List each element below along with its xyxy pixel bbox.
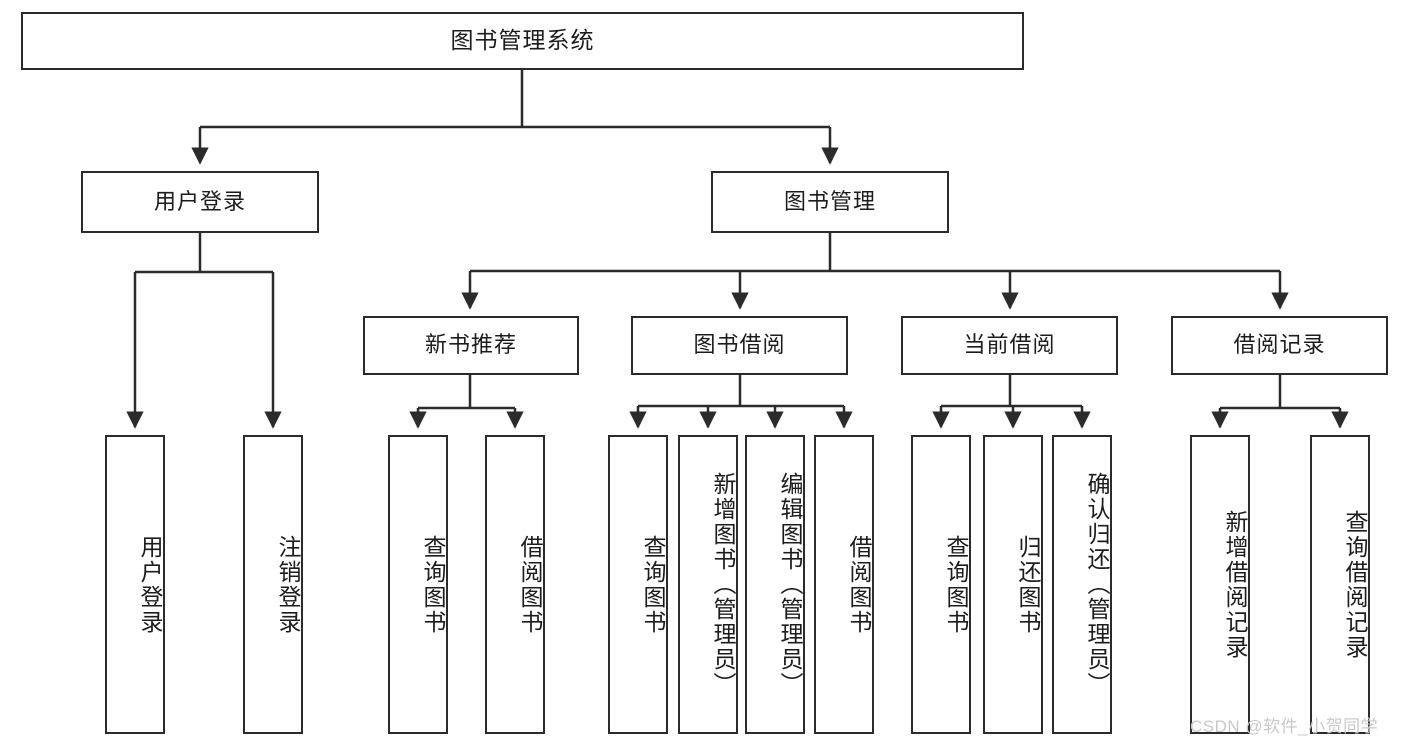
- node-leaf-user-logout[interactable]: 注销登录: [243, 435, 303, 734]
- leaf-label: 归还图书: [1015, 534, 1041, 635]
- csdn-watermark: CSDN @软件_小贺同学: [1190, 717, 1379, 736]
- node-borrow-record[interactable]: 借阅记录: [1171, 316, 1388, 375]
- leaf-label: 新增借阅记录: [1222, 509, 1248, 660]
- node-leaf-add-book[interactable]: 新增图书（管理员）: [678, 435, 738, 734]
- leaf-label: 查询借阅记录: [1342, 509, 1368, 660]
- node-leaf-query-record[interactable]: 查询借阅记录: [1310, 435, 1370, 734]
- node-leaf-borrow-book-rec[interactable]: 借阅图书: [485, 435, 545, 734]
- node-current-borrow[interactable]: 当前借阅: [901, 316, 1118, 375]
- leaf-label: 编辑图书（管理员）: [777, 472, 803, 697]
- leaf-label: 用户登录: [137, 534, 163, 635]
- node-leaf-query-book-rec[interactable]: 查询图书: [388, 435, 448, 734]
- leaf-label: 新增图书（管理员）: [710, 472, 736, 697]
- node-leaf-edit-book[interactable]: 编辑图书（管理员）: [745, 435, 805, 734]
- node-leaf-return-book[interactable]: 归还图书: [983, 435, 1043, 734]
- leaf-label: 查询图书: [943, 534, 969, 635]
- node-leaf-query-book-br[interactable]: 查询图书: [608, 435, 668, 734]
- node-user-login[interactable]: 用户登录: [81, 171, 319, 233]
- node-book-management[interactable]: 图书管理: [711, 171, 949, 233]
- leaf-label: 查询图书: [420, 534, 446, 635]
- node-leaf-borrow-book-br[interactable]: 借阅图书: [814, 435, 874, 734]
- leaf-label: 查询图书: [640, 534, 666, 635]
- leaf-label: 借阅图书: [517, 534, 543, 635]
- node-root[interactable]: 图书管理系统: [21, 12, 1024, 70]
- node-book-borrow[interactable]: 图书借阅: [631, 316, 848, 375]
- node-leaf-user-login[interactable]: 用户登录: [105, 435, 165, 734]
- node-new-book-recommend[interactable]: 新书推荐: [363, 316, 579, 375]
- leaf-label: 确认归还（管理员）: [1084, 472, 1110, 697]
- leaf-label: 注销登录: [275, 534, 301, 635]
- node-leaf-confirm-return[interactable]: 确认归还（管理员）: [1052, 435, 1112, 734]
- leaf-label: 借阅图书: [846, 534, 872, 635]
- node-leaf-add-record[interactable]: 新增借阅记录: [1190, 435, 1250, 734]
- node-leaf-query-book-cur[interactable]: 查询图书: [911, 435, 971, 734]
